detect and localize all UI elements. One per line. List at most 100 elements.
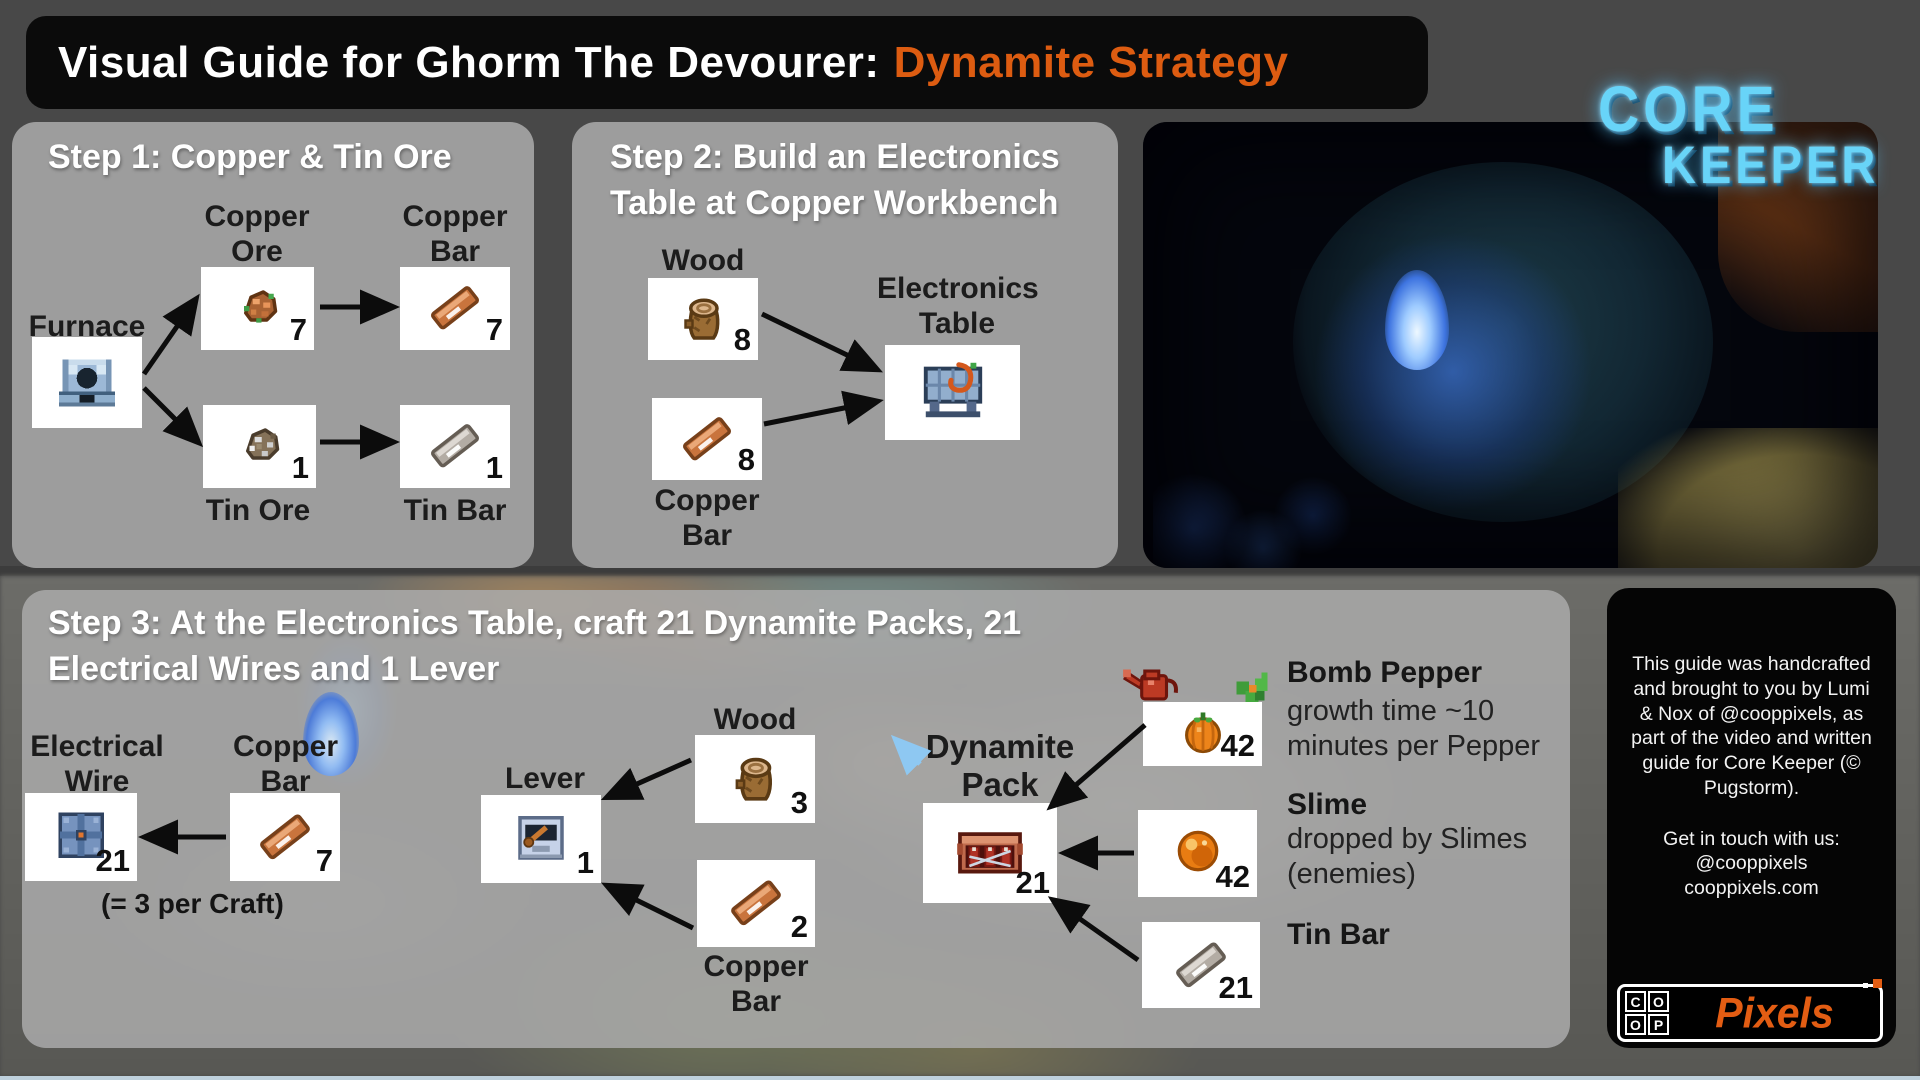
- furnace-box: [32, 337, 142, 428]
- wood-box-step3: 3: [695, 735, 815, 823]
- blue-flame-art: [303, 692, 359, 776]
- logo-letter: O: [1648, 991, 1669, 1012]
- bomb-pepper-icon: [1178, 707, 1228, 762]
- copper-bar-label: Copper Bar: [402, 200, 508, 268]
- bottom-accent-line: [0, 1076, 1920, 1080]
- copper-bar-count-step2: 8: [737, 442, 755, 478]
- electrical-wire-box: 21: [25, 793, 137, 881]
- wood-label-step3: Wood: [713, 703, 797, 736]
- wood-count: 8: [733, 322, 751, 358]
- lever-box: 1: [481, 795, 601, 883]
- slime-icon: [1172, 825, 1224, 882]
- copper-ore-count: 7: [289, 312, 307, 348]
- copper-ore-icon: [230, 278, 286, 339]
- copper-bar-icon: [427, 278, 483, 339]
- rock-wall-art: [1718, 122, 1878, 332]
- logo-letter: P: [1648, 1014, 1669, 1035]
- copper-bar-icon: [256, 806, 314, 869]
- copper-bar-box: 7: [400, 267, 510, 350]
- lever-icon: [513, 809, 569, 870]
- blue-flame-art: [1385, 270, 1449, 370]
- logo-keeper-text: KEEPER: [1662, 134, 1880, 195]
- electrical-wire-count: 21: [95, 843, 130, 879]
- contact-website[interactable]: cooppixels.com: [1684, 877, 1819, 899]
- bomb-pepper-desc: growth time ~10 minutes per Pepper: [1287, 695, 1541, 763]
- watering-can-icon: [1120, 660, 1182, 715]
- electrical-wire-icon: [53, 807, 109, 868]
- copper-bar-label-step2: Copper Bar: [654, 484, 760, 552]
- blue-glow-art: [1313, 232, 1593, 512]
- lever-count: 1: [576, 845, 594, 881]
- game-screenshot: [1143, 122, 1878, 568]
- tin-bar-icon: [427, 416, 483, 477]
- lever-label: Lever: [504, 762, 586, 795]
- wire-craft-note: (= 3 per Craft): [101, 888, 284, 919]
- title-bar: Visual Guide for Ghorm The Devourer: Dyn…: [26, 16, 1428, 109]
- section-divider: [0, 566, 1920, 576]
- tin-bar-count-step3: 21: [1218, 970, 1253, 1006]
- wood-label: Wood: [661, 244, 745, 277]
- tin-bar-count: 1: [485, 450, 503, 486]
- copper-bar-icon: [727, 872, 785, 935]
- page-title-accent: Dynamite Strategy: [893, 37, 1289, 87]
- page-title: Visual Guide for Ghorm The Devourer:: [58, 37, 880, 87]
- copper-ore-label: Copper Ore: [204, 200, 310, 268]
- wood-box: 8: [648, 278, 758, 360]
- wood-count-step3: 3: [790, 785, 808, 821]
- electronics-table-icon: [918, 355, 988, 430]
- tin-bar-title: Tin Bar: [1287, 918, 1390, 951]
- wood-icon: [675, 289, 731, 350]
- crystal-art: [1153, 438, 1353, 568]
- dynamite-pack-label: Dynamite Pack: [925, 728, 1075, 803]
- slime-count: 42: [1215, 859, 1250, 895]
- slime-title: Slime: [1287, 788, 1368, 821]
- tin-bar-box: 1: [400, 405, 510, 488]
- copper-bar-count-step3: 7: [315, 843, 333, 879]
- pixels-wordmark: Pixels: [1715, 988, 1834, 1037]
- copper-bar-label-step3: Copper Bar: [233, 730, 338, 798]
- step3-panel: Step 3: At the Electronics Table, craft …: [22, 590, 1570, 1048]
- tin-bar-box-step3: 21: [1142, 922, 1260, 1008]
- copper-bar2-label: Copper Bar: [703, 950, 809, 1018]
- step2-heading: Step 2: Build an Electronics Table at Co…: [610, 138, 1060, 222]
- ground-art: [1618, 428, 1878, 568]
- slime-box: 42: [1138, 810, 1257, 897]
- tin-ore-box: 1: [203, 405, 316, 488]
- coop-letter-grid: C O O P: [1625, 991, 1669, 1035]
- tin-ore-label: Tin Ore: [205, 494, 311, 527]
- tin-bar-label: Tin Bar: [403, 494, 507, 527]
- coop-pixels-logo: C O O P Pixels: [1617, 979, 1883, 1042]
- logo-letter: O: [1625, 1014, 1646, 1035]
- wood-icon: [726, 748, 784, 811]
- copper-bar2-box: 2: [697, 860, 815, 947]
- logo-letter: C: [1625, 991, 1646, 1012]
- logo-pixel-dot: [1873, 979, 1882, 988]
- contact-handle[interactable]: @cooppixels: [1695, 852, 1808, 875]
- dynamite-pack-box: 21: [923, 803, 1057, 903]
- copper-bar2-count: 2: [790, 909, 808, 945]
- copper-bar-count: 7: [485, 312, 503, 348]
- sprout-icon: [1230, 666, 1274, 715]
- logo-pixel-dot-small: [1863, 983, 1868, 988]
- credits-sidebar: This guide was handcrafted and brought t…: [1607, 588, 1896, 1048]
- credits-paragraph: This guide was handcrafted and brought t…: [1631, 653, 1872, 799]
- dynamite-pack-count: 21: [1015, 865, 1050, 901]
- tin-ore-count: 1: [291, 450, 309, 486]
- electronics-table-label: Electronics Table: [877, 272, 1039, 340]
- electrical-wire-label: Electrical Wire: [30, 730, 164, 798]
- electronics-table-box: [885, 345, 1020, 440]
- bomb-pepper-box: 42: [1143, 702, 1262, 766]
- core-keeper-logo: CORE KEEPER: [1598, 74, 1910, 195]
- tin-ore-icon: [232, 416, 288, 477]
- logo-core-text: CORE: [1598, 74, 1779, 146]
- step2-panel: Step 2: Build an Electronics Table at Co…: [572, 122, 1118, 568]
- copper-bar-icon: [679, 409, 735, 470]
- copper-bar-box-step2: 8: [652, 398, 762, 480]
- bomb-pepper-count: 42: [1220, 728, 1255, 764]
- slime-desc: dropped by Slimes (enemies): [1287, 823, 1528, 891]
- step1-panel: Step 1: Copper & Tin Ore Furnace: [12, 122, 534, 568]
- tin-bar-icon: [1172, 934, 1230, 997]
- contact-heading: Get in touch with us:: [1663, 827, 1840, 850]
- dynamite-pack-icon: [956, 821, 1024, 886]
